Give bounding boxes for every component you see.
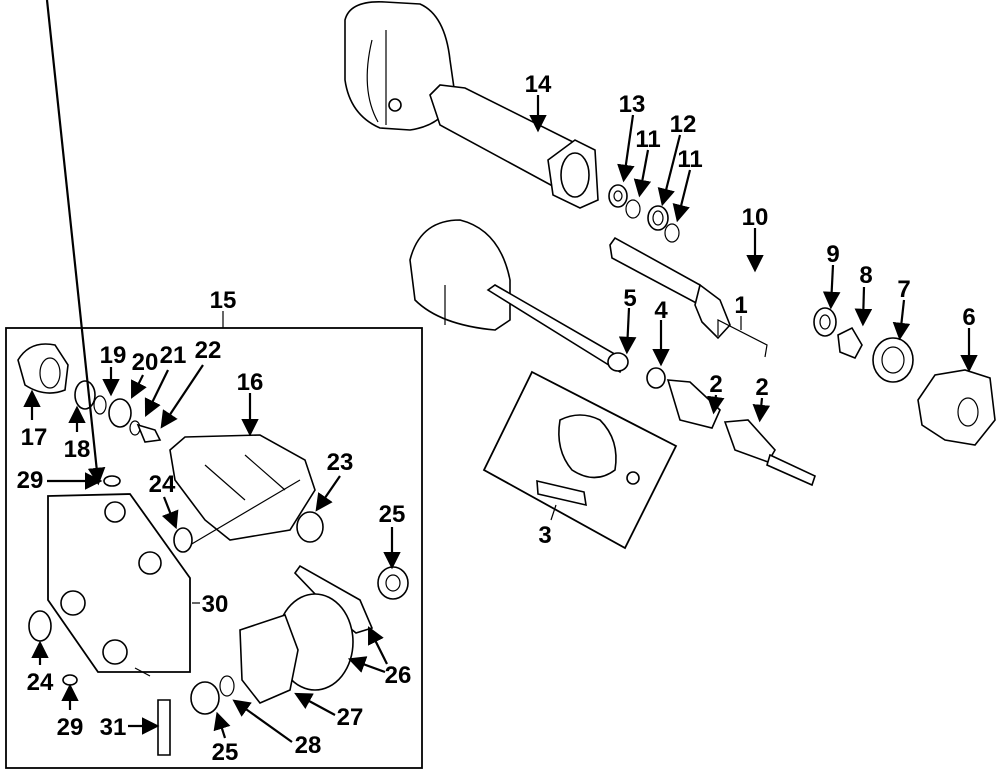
differential-assembly-box xyxy=(5,311,423,769)
leader-lines xyxy=(23,0,978,743)
callout-9: 9 xyxy=(826,241,839,268)
callout-24: 24 xyxy=(149,471,176,498)
callout-30: 30 xyxy=(202,591,229,618)
bearing-and-rings-upper xyxy=(608,184,680,243)
callout-12: 12 xyxy=(670,111,697,138)
callout-2: 2 xyxy=(755,374,768,401)
steering-knuckle xyxy=(917,369,996,446)
callout-27: 27 xyxy=(337,704,364,731)
callout-11: 11 xyxy=(677,146,702,173)
cv-boot-kit-box xyxy=(482,370,678,550)
callout-10: 10 xyxy=(742,204,769,231)
callout-31: 31 xyxy=(100,714,127,741)
cv-axle xyxy=(607,352,816,487)
callout-28: 28 xyxy=(295,732,322,759)
axle-housing-upper xyxy=(344,1,599,209)
axle-shaft xyxy=(609,236,731,340)
axle-housing-lower xyxy=(409,219,627,374)
callout-29: 29 xyxy=(17,467,44,494)
callout-21: 21 xyxy=(160,342,187,369)
callout-18: 18 xyxy=(64,436,91,463)
callout-15: 15 xyxy=(210,287,237,314)
callout-26: 26 xyxy=(385,662,412,689)
callout-5: 5 xyxy=(623,285,636,312)
hub-parts xyxy=(813,307,914,383)
callout-29: 29 xyxy=(57,714,84,741)
callout-14: 14 xyxy=(525,71,552,98)
callout-25: 25 xyxy=(379,501,406,528)
callout-16: 16 xyxy=(237,369,264,396)
callout-17: 17 xyxy=(21,424,48,451)
callout-labels: 1 2 2 3 4 5 6 7 8 9 10 11 11 12 13 14 15… xyxy=(17,71,976,766)
callout-19: 19 xyxy=(100,342,127,369)
callout-22: 22 xyxy=(195,337,222,364)
callout-24: 24 xyxy=(27,669,54,696)
callout-20: 20 xyxy=(132,349,159,376)
callout-23: 23 xyxy=(327,449,354,476)
callout-7: 7 xyxy=(897,276,910,303)
callout-3: 3 xyxy=(538,522,551,549)
callout-2: 2 xyxy=(709,371,722,398)
callout-13: 13 xyxy=(619,91,646,118)
callout-8: 8 xyxy=(859,262,872,289)
callout-6: 6 xyxy=(962,304,975,331)
callout-1: 1 xyxy=(734,292,747,319)
callout-25: 25 xyxy=(212,739,239,766)
callout-11: 11 xyxy=(635,126,660,153)
callout-4: 4 xyxy=(654,297,668,324)
